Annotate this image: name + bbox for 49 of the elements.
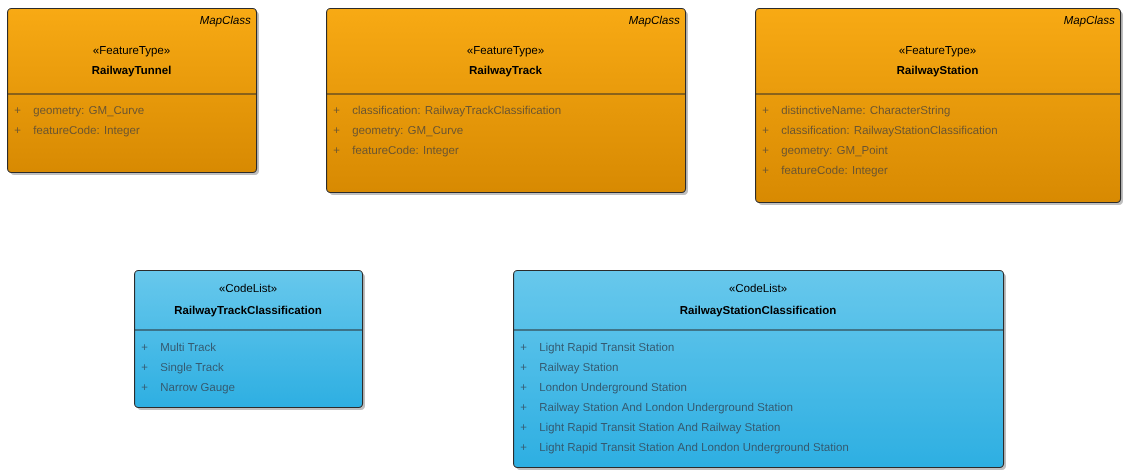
visibility-symbol: + (141, 364, 148, 370)
class-name: RailwayTunnel (92, 65, 171, 77)
attribute-text: geometry: GM_Curve (33, 105, 144, 117)
enum-literal: Light Rapid Transit Station And Railway Station (540, 422, 780, 434)
visibility-symbol: + (14, 107, 21, 113)
enum-literal: Railway Station (540, 362, 618, 374)
visibility-symbol: + (333, 127, 340, 133)
enum-literal: London Underground Station (540, 382, 687, 394)
visibility-symbol: + (141, 384, 148, 390)
attribute-text: featureCode: Integer (352, 145, 459, 157)
class-name: RailwayTrack (469, 65, 542, 77)
enum-literal: Multi Track (161, 342, 216, 352)
enum-literal: Light Rapid Transit Station And London Underground Station (540, 442, 849, 454)
attribute-text: geometry: GM_Point (781, 145, 888, 157)
stereotype-label: MapClass (1064, 15, 1115, 27)
attribute-text: featureCode: Integer (781, 165, 888, 177)
visibility-symbol: + (520, 384, 527, 390)
stereotype-label: MapClass (629, 15, 680, 27)
visibility-symbol: + (520, 404, 527, 410)
visibility-symbol: + (14, 127, 21, 133)
stereotype-label: «CodeList» (729, 283, 787, 293)
stereotype-label: «FeatureType» (467, 46, 544, 57)
stereotype-label: MapClass (200, 15, 251, 27)
enum-literal: Railway Station And London Underground Station (540, 402, 793, 414)
visibility-symbol: + (333, 147, 340, 153)
class-name: RailwayStation (897, 65, 978, 77)
class-name: RailwayTrackClassification (174, 305, 322, 317)
stereotype-label: «CodeList» (219, 283, 277, 293)
visibility-symbol: + (762, 167, 769, 173)
attribute-text: classification: RailwayTrackClassification (352, 105, 561, 117)
visibility-symbol: + (762, 147, 769, 153)
attribute-text: distinctiveName: CharacterString (781, 105, 950, 117)
visibility-symbol: + (520, 444, 527, 450)
attribute-text: classification: RailwayStationClassification (781, 125, 997, 137)
visibility-symbol: + (762, 107, 769, 113)
stereotype-label: «FeatureType» (899, 46, 976, 57)
enum-literal: Single Track (160, 362, 224, 374)
enum-literal: Narrow Gauge (161, 383, 235, 394)
enum-literal: Light Rapid Transit Station (540, 342, 674, 354)
class-name: RailwayStationClassification (680, 305, 836, 317)
visibility-symbol: + (141, 344, 148, 350)
stereotype-label: «FeatureType» (93, 46, 170, 57)
visibility-symbol: + (520, 424, 527, 430)
visibility-symbol: + (762, 127, 769, 133)
visibility-symbol: + (333, 107, 340, 113)
attribute-text: featureCode: Integer (33, 125, 140, 137)
visibility-symbol: + (520, 344, 527, 350)
attribute-text: geometry: GM_Curve (352, 125, 463, 137)
visibility-symbol: + (520, 364, 527, 370)
